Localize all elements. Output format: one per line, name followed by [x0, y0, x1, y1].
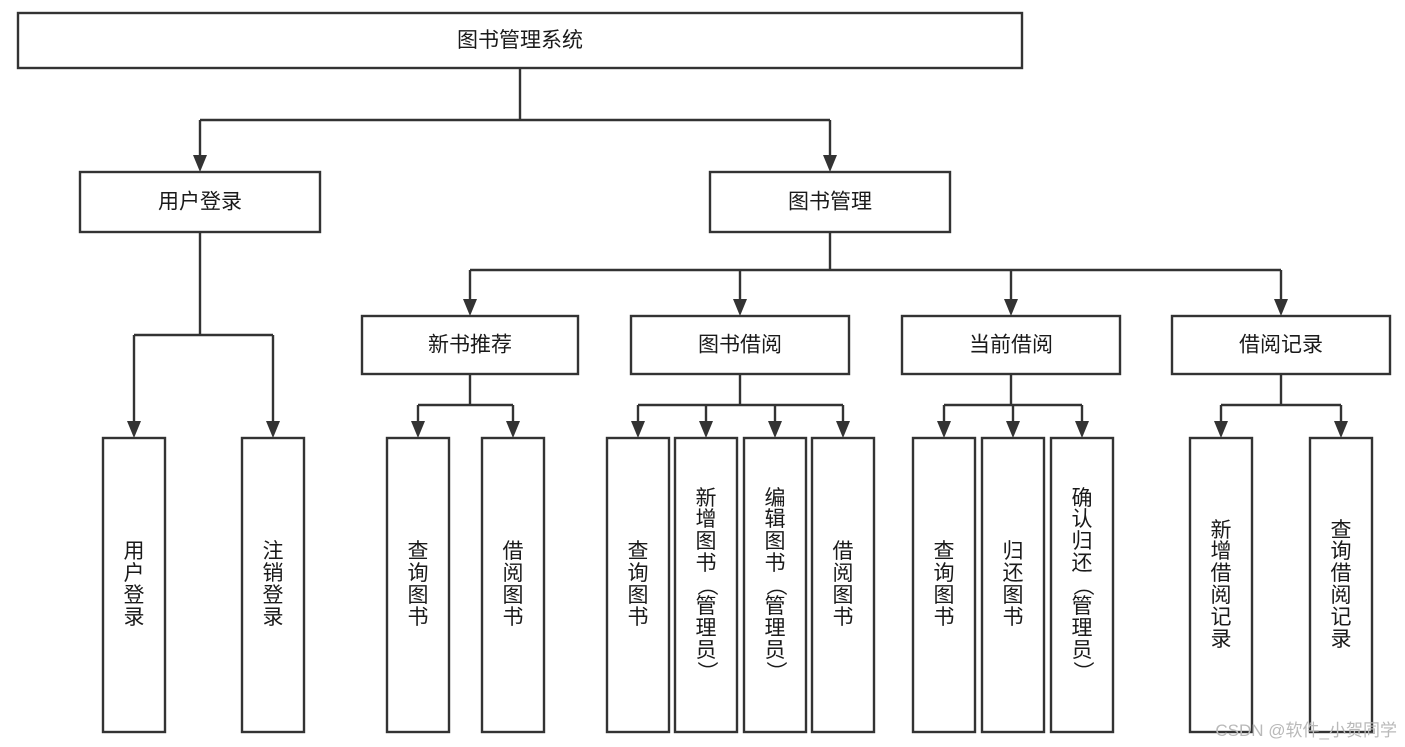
- node-leaf-5[interactable]: [673, 436, 739, 734]
- node-level2-1[interactable]: [708, 170, 952, 234]
- node-level3-1-label: 图书借阅: [698, 334, 782, 357]
- node-level3-2[interactable]: [900, 314, 1122, 376]
- node-level2-0[interactable]: [78, 170, 322, 234]
- node-leaf-0[interactable]: [101, 436, 167, 734]
- node-root[interactable]: [16, 11, 1024, 70]
- node-root-label: 图书管理系统: [457, 29, 583, 52]
- node-leaf-8[interactable]: [911, 436, 977, 734]
- node-leaf-12[interactable]: [1308, 436, 1374, 734]
- node-level3-0-label: 新书推荐: [428, 334, 512, 357]
- node-leaf-7[interactable]: [810, 436, 876, 734]
- node-leaf-6[interactable]: [742, 436, 808, 734]
- node-level3-0[interactable]: [360, 314, 580, 376]
- connectors-layer: [127, 68, 1348, 438]
- node-leaf-4[interactable]: [605, 436, 671, 734]
- node-level3-3[interactable]: [1170, 314, 1392, 376]
- node-level3-2-label: 当前借阅: [969, 334, 1053, 357]
- node-leaf-2[interactable]: [385, 436, 451, 734]
- node-leaf-11[interactable]: [1188, 436, 1254, 734]
- node-level3-1[interactable]: [629, 314, 851, 376]
- node-leaf-1[interactable]: [240, 436, 306, 734]
- node-leaf-9[interactable]: [980, 436, 1046, 734]
- node-level2-1-label: 图书管理: [788, 191, 872, 214]
- boxes-layer: [16, 11, 1392, 734]
- node-level3-3-label: 借阅记录: [1239, 334, 1323, 357]
- node-leaf-3[interactable]: [480, 436, 546, 734]
- node-level2-0-label: 用户登录: [158, 191, 242, 214]
- node-leaf-10[interactable]: [1049, 436, 1115, 734]
